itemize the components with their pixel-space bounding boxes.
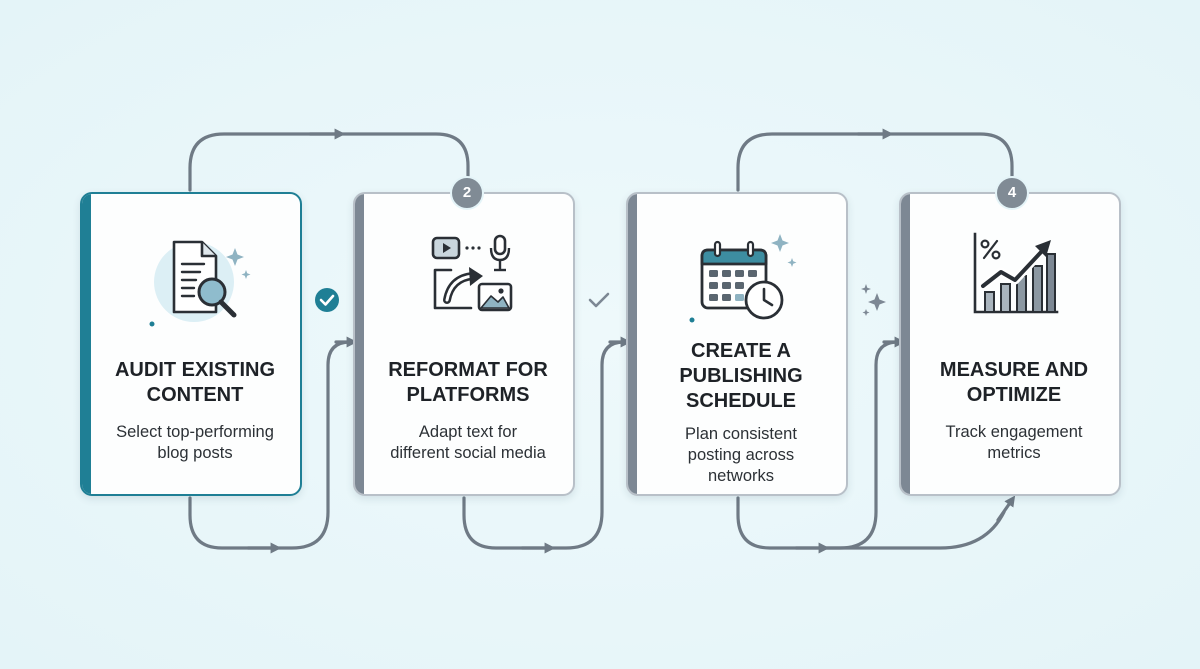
- growth-chart-icon: [973, 232, 1059, 314]
- card-accent-bar: [82, 194, 91, 494]
- card-accent-bar: [355, 194, 364, 494]
- top-connector-3-4: [736, 132, 1014, 192]
- card-accent-bar: [628, 194, 637, 494]
- bottom-connector-3-4: [736, 340, 900, 550]
- return-connector-4: [824, 510, 1006, 550]
- media-convert-icon: [431, 234, 513, 312]
- check-outline-icon: [588, 292, 610, 308]
- top-connector-1-2: [188, 132, 470, 192]
- step-number-badge-4: 4: [995, 176, 1029, 210]
- sparkle-icon: [861, 284, 886, 316]
- check-filled-icon: [315, 288, 339, 312]
- card-accent-bar: [901, 194, 910, 494]
- return-arrow-4: [996, 495, 1016, 522]
- bottom-connector-1-2: [188, 340, 352, 550]
- document-search-icon: [149, 240, 251, 327]
- calendar-clock-icon: [689, 234, 797, 323]
- bottom-connector-2-3: [462, 340, 626, 550]
- step-number-badge-2: 2: [450, 176, 484, 210]
